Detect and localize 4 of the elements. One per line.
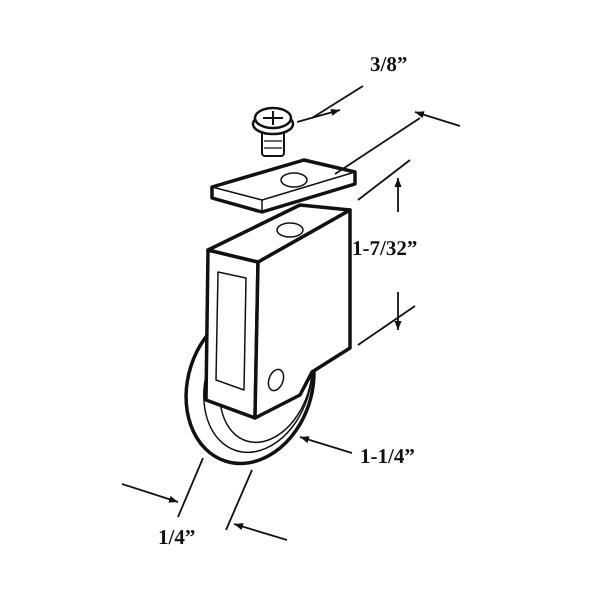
dimension-label: 1/4”	[158, 527, 196, 548]
dimension-label: 3/8”	[370, 54, 408, 75]
dimension-label: 1-1/4”	[360, 446, 415, 467]
dimension-label: 1-7/32”	[352, 238, 418, 259]
